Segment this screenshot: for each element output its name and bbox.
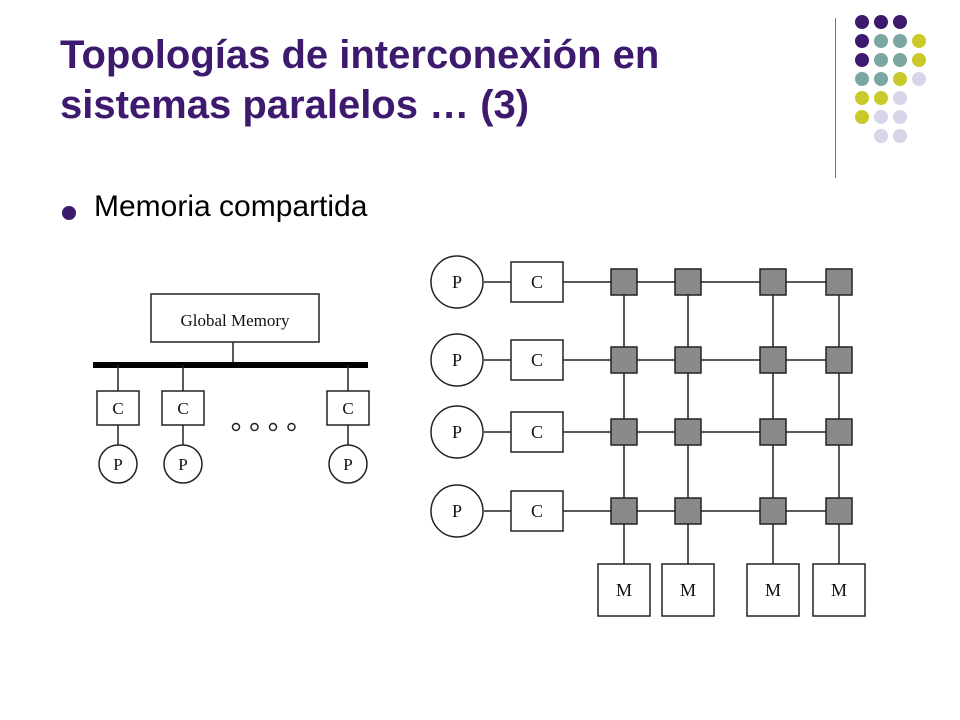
decorative-dot-grid <box>855 15 926 143</box>
processor-circle <box>328 444 368 484</box>
crossbar-diagram: P C P C P C P C M M M M <box>430 255 866 617</box>
ellipsis-dot <box>287 422 296 432</box>
decorative-dot <box>874 110 888 124</box>
decorative-dot <box>893 15 907 29</box>
crossbar-memory-box <box>597 563 651 617</box>
decorative-dot <box>855 72 869 86</box>
slide-title: Topologías de interconexión en sistemas … <box>60 30 800 130</box>
crossbar-switch <box>825 268 853 296</box>
decorative-dot <box>893 110 907 124</box>
crossbar-memory-box <box>812 563 866 617</box>
crossbar-memory-box <box>746 563 800 617</box>
processor-circle <box>98 444 138 484</box>
crossbar-switch <box>610 418 638 446</box>
decorative-dot <box>855 91 869 105</box>
global-memory-box <box>150 293 320 343</box>
crossbar-processor-label: P <box>452 501 462 521</box>
crossbar-memory-label: M <box>616 580 632 600</box>
bus-node-2: C P <box>161 365 205 484</box>
title-line-1: Topologías de interconexión en <box>60 33 660 77</box>
bus-diagram: Global Memory C P C P <box>93 293 370 484</box>
crossbar-switch <box>825 418 853 446</box>
title-divider <box>835 18 836 178</box>
decorative-dot <box>855 110 869 124</box>
crossbar-processor-label: P <box>452 272 462 292</box>
ellipsis-dot <box>268 422 278 432</box>
ellipsis-dot <box>250 422 259 432</box>
decorative-dot <box>874 91 888 105</box>
crossbar-processor-circle <box>430 484 484 538</box>
processor-label: P <box>343 455 352 474</box>
crossbar-switch <box>674 268 702 296</box>
bullet-text: Memoria compartida <box>94 190 368 223</box>
crossbar-switch <box>825 497 853 525</box>
ellipsis-dot <box>231 422 241 432</box>
crossbar-processor-circle <box>430 255 484 309</box>
decorative-dot <box>874 72 888 86</box>
bullet-icon <box>62 206 76 220</box>
crossbar-switch <box>759 268 787 296</box>
crossbar-switch <box>674 418 702 446</box>
decorative-dot <box>855 15 869 29</box>
crossbar-switch <box>610 497 638 525</box>
crossbar-switch <box>759 346 787 374</box>
crossbar-memory-label: M <box>765 580 781 600</box>
decorative-dot <box>874 15 888 29</box>
decorative-dot <box>874 34 888 48</box>
processor-label: P <box>178 455 187 474</box>
decorative-dot <box>912 72 926 86</box>
bus-node-3: C P <box>326 365 370 484</box>
processor-label: P <box>113 455 122 474</box>
decorative-dot <box>874 129 888 143</box>
cache-label: C <box>112 399 123 418</box>
crossbar-cache-box <box>510 490 564 532</box>
crossbar-switch <box>610 268 638 296</box>
crossbar-processor-label: P <box>452 422 462 442</box>
crossbar-cache-box <box>510 261 564 303</box>
crossbar-switch <box>759 497 787 525</box>
decorative-dot <box>912 34 926 48</box>
decorative-dot <box>893 53 907 67</box>
cache-label: C <box>342 399 353 418</box>
decorative-dot <box>874 53 888 67</box>
processor-circle <box>163 444 203 484</box>
crossbar-cache-box <box>510 411 564 453</box>
crossbar-switch <box>674 497 702 525</box>
crossbar-switch <box>759 418 787 446</box>
crossbar-processor-label: P <box>452 350 462 370</box>
cache-box <box>326 390 370 426</box>
crossbar-switch <box>610 346 638 374</box>
cache-label: C <box>177 399 188 418</box>
crossbar-memory-label: M <box>680 580 696 600</box>
decorative-dot <box>893 129 907 143</box>
crossbar-cache-label: C <box>531 422 543 442</box>
crossbar-switch <box>674 346 702 374</box>
crossbar-cache-box <box>510 339 564 381</box>
cache-box <box>96 390 140 426</box>
crossbar-cache-label: C <box>531 350 543 370</box>
crossbar-cache-label: C <box>531 272 543 292</box>
crossbar-memory-box <box>661 563 715 617</box>
crossbar-processor-circle <box>430 405 484 459</box>
bus-node-1: C P <box>96 365 140 484</box>
title-line-2: sistemas paralelos … (3) <box>60 83 530 127</box>
decorative-dot <box>893 72 907 86</box>
decorative-dot <box>855 34 869 48</box>
crossbar-memory-label: M <box>831 580 847 600</box>
crossbar-switch <box>825 346 853 374</box>
crossbar-processor-circle <box>430 333 484 387</box>
global-memory-label: Global Memory <box>180 311 290 330</box>
decorative-dot <box>893 91 907 105</box>
decorative-dot <box>893 34 907 48</box>
crossbar-cache-label: C <box>531 501 543 521</box>
decorative-dot <box>855 53 869 67</box>
ellipsis-dots <box>231 422 296 432</box>
decorative-dot <box>912 53 926 67</box>
